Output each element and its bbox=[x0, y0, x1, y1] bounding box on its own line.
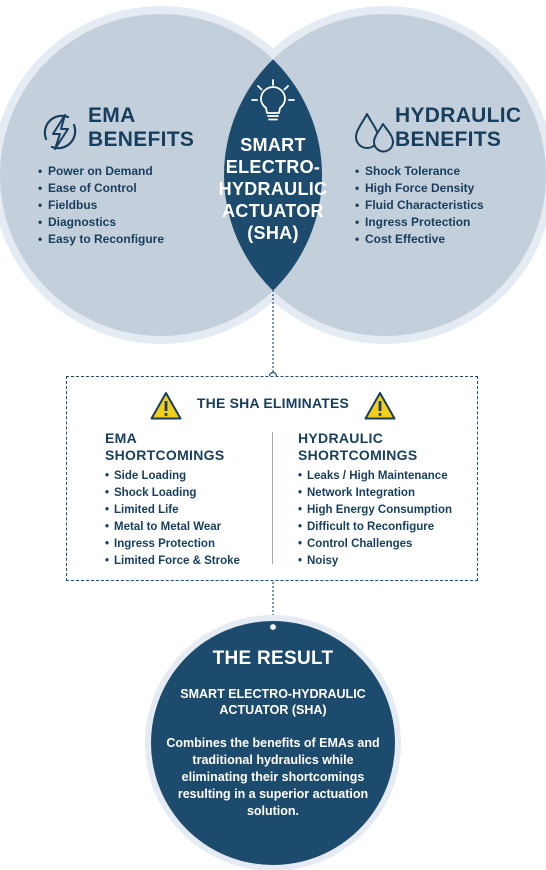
hydraulic-benefits-list: Shock Tolerance High Force Density Fluid… bbox=[355, 163, 484, 248]
list-item: Easy to Reconfigure bbox=[38, 231, 164, 248]
list-item: Leaks / High Maintenance bbox=[298, 468, 452, 485]
sha-center-title: SMART ELECTRO- HYDRAULIC ACTUATOR (SHA) bbox=[218, 135, 328, 243]
list-item: Ingress Protection bbox=[355, 214, 484, 231]
ema-benefits-title: EMA BENEFITS bbox=[88, 104, 195, 151]
hydraulic-shortcomings-title: HYDRAULIC SHORTCOMINGS bbox=[298, 430, 418, 463]
warning-icon bbox=[150, 391, 182, 421]
ema-shortcomings-title: EMA SHORTCOMINGS bbox=[105, 430, 225, 463]
hydraulic-benefits-title: HYDRAULIC BENEFITS bbox=[395, 104, 522, 151]
ema-shortcomings-list: Side Loading Shock Loading Limited Life … bbox=[105, 468, 240, 570]
list-item: Noisy bbox=[298, 553, 452, 570]
list-item: Ingress Protection bbox=[105, 536, 240, 553]
list-item: Diagnostics bbox=[38, 214, 164, 231]
result-circle bbox=[151, 621, 395, 865]
list-item: Limited Force & Stroke bbox=[105, 553, 240, 570]
list-item: Control Challenges bbox=[298, 536, 452, 553]
list-item: Fluid Characteristics bbox=[355, 197, 484, 214]
list-item: Ease of Control bbox=[38, 180, 164, 197]
result-title: THE RESULT bbox=[212, 648, 334, 669]
list-item: Limited Life bbox=[105, 502, 240, 519]
list-item: Fieldbus bbox=[38, 197, 164, 214]
list-item: Cost Effective bbox=[355, 231, 484, 248]
list-item: Difficult to Reconfigure bbox=[298, 519, 452, 536]
list-item: High Energy Consumption bbox=[298, 502, 452, 519]
eliminates-title: THE SHA ELIMINATES bbox=[196, 395, 350, 411]
column-divider bbox=[272, 432, 273, 564]
ema-benefits-list: Power on Demand Ease of Control Fieldbus… bbox=[38, 163, 164, 248]
list-item: Power on Demand bbox=[38, 163, 164, 180]
list-item: Shock Loading bbox=[105, 485, 240, 502]
list-item: Side Loading bbox=[105, 468, 240, 485]
hydraulic-shortcomings-list: Leaks / High Maintenance Network Integra… bbox=[298, 468, 452, 570]
lightbulb-icon bbox=[250, 77, 296, 125]
list-item: Metal to Metal Wear bbox=[105, 519, 240, 536]
connector-dot-bottom bbox=[268, 622, 278, 632]
list-item: Network Integration bbox=[298, 485, 452, 502]
warning-icon bbox=[364, 391, 396, 421]
list-item: Shock Tolerance bbox=[355, 163, 484, 180]
result-subtitle: SMART ELECTRO-HYDRAULIC ACTUATOR (SHA) bbox=[180, 687, 366, 717]
lightning-bolt-icon bbox=[38, 109, 82, 155]
list-item: High Force Density bbox=[355, 180, 484, 197]
result-description: Combines the benefits of EMAs and tradit… bbox=[166, 736, 380, 818]
water-drops-icon bbox=[352, 108, 396, 156]
